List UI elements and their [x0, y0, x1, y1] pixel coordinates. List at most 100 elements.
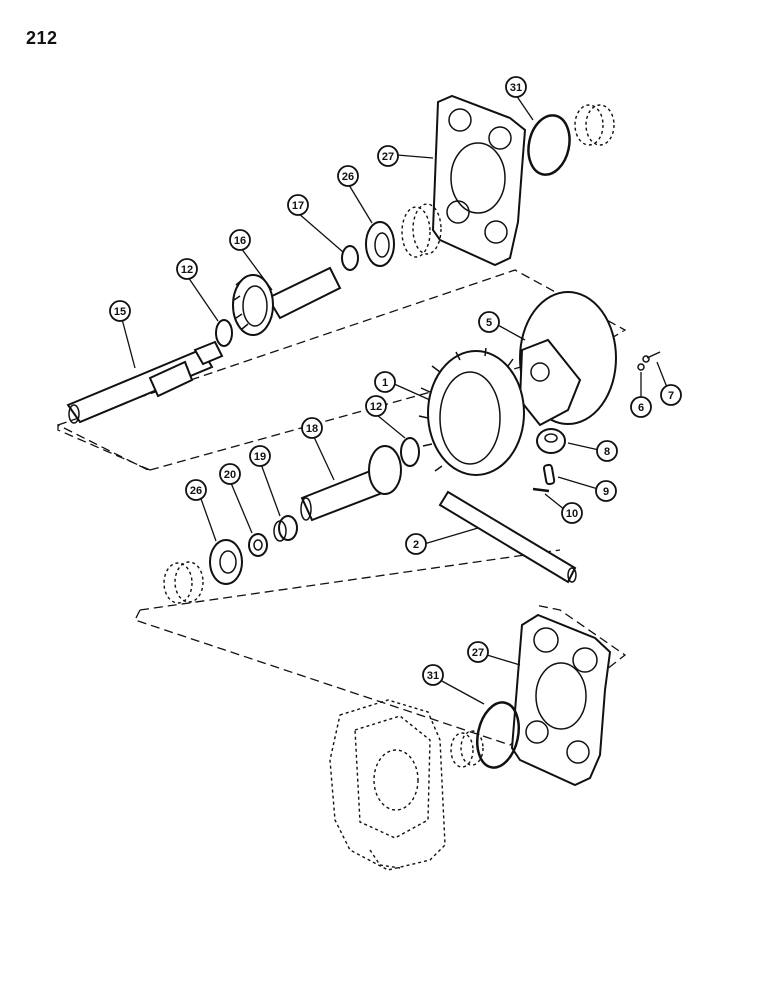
callout-circle [478, 311, 500, 333]
callout-c26b: 26 [185, 479, 207, 501]
callout-c20: 20 [219, 463, 241, 485]
callout-circle [467, 641, 489, 663]
callout-label: 12 [181, 264, 193, 276]
leader-1 [391, 382, 431, 401]
housing-ghost [329, 699, 446, 871]
callout-c26a: 26 [337, 165, 359, 187]
callout-circle [595, 480, 617, 502]
callout-c12a: 12 [176, 258, 198, 280]
pin-9 [542, 463, 556, 486]
leader-10 [544, 493, 566, 511]
bearing-cup-ghost-26 [401, 203, 442, 258]
gear-shaft-18 [300, 445, 402, 522]
roll-pin-10 [532, 487, 550, 493]
callout-c31a: 31 [505, 76, 527, 98]
pinion-gear-8 [536, 428, 566, 454]
shaft-15 [66, 340, 224, 424]
callout-circle [505, 76, 527, 98]
leader-26b [199, 495, 217, 542]
callout-circle [219, 463, 241, 485]
callout-label: 31 [427, 670, 439, 682]
callout-label: 15 [114, 306, 126, 318]
leader-20 [230, 482, 253, 534]
spacer-17 [341, 245, 359, 271]
leader-19 [260, 463, 281, 517]
callout-circle [596, 440, 618, 462]
callout-circle [287, 194, 309, 216]
leader-9 [557, 476, 599, 490]
leader-15 [121, 318, 136, 369]
bearing-ghost-lower-right [450, 730, 484, 768]
callout-circle [109, 300, 131, 322]
leader-2 [423, 527, 479, 545]
callout-c9: 9 [595, 480, 617, 502]
callout-circle [249, 445, 271, 467]
callout-circle [176, 258, 198, 280]
ring-gear-1 [418, 347, 525, 476]
leader-17 [297, 212, 344, 253]
callout-label: 17 [292, 200, 304, 212]
callout-c27b: 27 [467, 641, 489, 663]
bearing-cup-ghost-top [574, 104, 615, 146]
leader-27b [486, 654, 521, 666]
callout-c6: 6 [630, 396, 652, 418]
callout-label: 10 [566, 508, 578, 520]
callout-circle [185, 479, 207, 501]
leader-27a [396, 154, 434, 159]
callout-circle [365, 395, 387, 417]
callout-circle [561, 502, 583, 524]
leader-12a [187, 276, 219, 322]
gasket-plate-top [431, 94, 527, 267]
callout-c27a: 27 [377, 145, 399, 167]
callout-label: 5 [486, 317, 492, 329]
page-number: 212 [26, 28, 58, 48]
callout-c12b: 12 [365, 395, 387, 417]
bushing-19 [273, 515, 298, 542]
callout-label: 9 [603, 486, 609, 498]
callout-c8: 8 [596, 440, 618, 462]
bearing-cup-ghost-lower [163, 561, 204, 604]
callout-circle [374, 371, 396, 393]
callout-c2: 2 [405, 533, 427, 555]
o-ring-top [527, 114, 571, 176]
callout-circle [630, 396, 652, 418]
callout-label: 19 [254, 451, 266, 463]
callout-c31b: 31 [422, 664, 444, 686]
callout-c18: 18 [301, 417, 323, 439]
callout-c7: 7 [660, 384, 682, 406]
washer-12-top [215, 319, 233, 347]
callout-label: 7 [668, 390, 674, 402]
callout-c1: 1 [374, 371, 396, 393]
leader-26a [348, 184, 373, 224]
callout-c19: 19 [249, 445, 271, 467]
callout-circle [422, 664, 444, 686]
bearing-26-lower [209, 539, 243, 585]
callout-c15: 15 [109, 300, 131, 322]
bolt-7-washer-6 [637, 351, 661, 371]
callout-label: 27 [382, 151, 394, 163]
callout-label: 26 [342, 171, 354, 183]
callout-c5: 5 [478, 311, 500, 333]
pinion-shaft-2 [438, 490, 577, 584]
leader-31b [439, 679, 485, 705]
leader-5 [495, 323, 526, 341]
callout-label: 27 [472, 647, 484, 659]
callout-label: 20 [224, 469, 236, 481]
gear-shaft-16 [232, 266, 342, 336]
differential-case-5 [518, 291, 617, 427]
callout-label: 2 [413, 539, 419, 551]
bearing-20 [248, 533, 268, 557]
callout-c10: 10 [561, 502, 583, 524]
callout-label: 1 [382, 377, 388, 389]
callout-label: 31 [510, 82, 522, 94]
bearing-26-top [365, 221, 395, 267]
callout-circle [660, 384, 682, 406]
callout-circle [377, 145, 399, 167]
callout-label: 12 [370, 401, 382, 413]
gasket-plate-lower [510, 613, 612, 787]
callout-label: 8 [604, 446, 610, 458]
callout-label: 16 [234, 235, 246, 247]
o-ring-lower [476, 701, 520, 769]
washer-12-lower [400, 437, 420, 467]
